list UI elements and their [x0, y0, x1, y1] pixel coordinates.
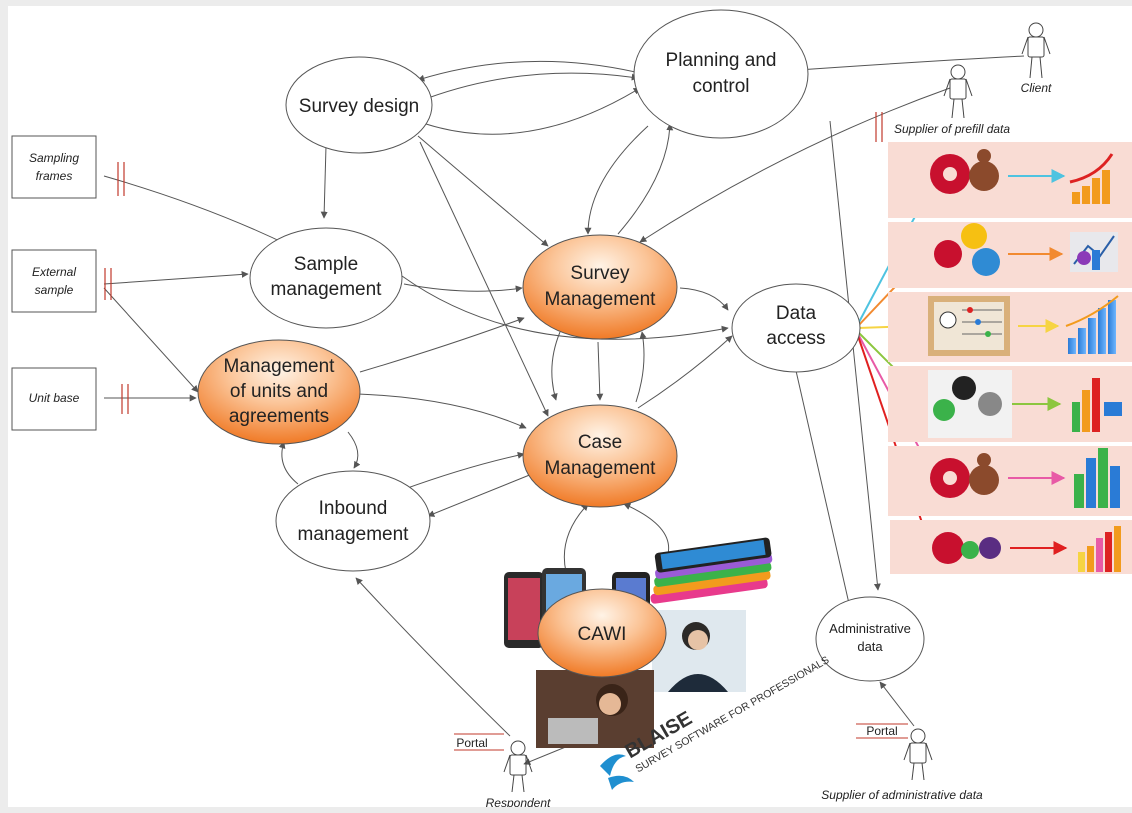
- data-access-line-2: access: [766, 328, 825, 349]
- case-mgmt-line-1: Case: [578, 432, 622, 453]
- actor-respondent-label: Respondent: [486, 796, 551, 807]
- planning-line-1: Planning and: [666, 50, 777, 71]
- actor-client-label: Client: [1021, 81, 1052, 95]
- gears-to-chart-icon: [888, 446, 1132, 516]
- node-data-access: Data access: [731, 283, 861, 373]
- unit-base-label: Unit base: [29, 391, 80, 405]
- gears-to-chart-icon: [890, 520, 1132, 574]
- actor-supplier-admin: [903, 728, 933, 781]
- admin-data-line-1: Administrative: [829, 621, 911, 636]
- connectors: [103, 55, 1025, 765]
- actor-supplier-prefill-label: Supplier of prefill data: [894, 122, 1010, 136]
- gears-to-chart-icon: [888, 142, 1132, 218]
- node-planning-and-control: Planning and control: [633, 9, 809, 139]
- node-case-management: Case Management: [522, 404, 678, 508]
- gears-to-chart-icon: [888, 366, 1132, 442]
- sample-mgmt-line-2: management: [271, 279, 383, 300]
- case-mgmt-line-2: Management: [545, 458, 657, 479]
- cawi-label: CAWI: [578, 624, 627, 645]
- inbound-line-2: management: [298, 524, 410, 545]
- actor-client: [1021, 22, 1051, 79]
- units-mgmt-line-3: agreements: [229, 406, 329, 427]
- respondent-portal: Portal: [454, 733, 504, 751]
- actor-supplier-prefill: [943, 64, 973, 119]
- units-mgmt-line-1: Management: [224, 356, 336, 377]
- units-mgmt-line-2: of units and: [230, 381, 328, 402]
- cawi-collage: CAWI: [504, 537, 773, 748]
- source-unit-base: Unit base: [11, 367, 97, 431]
- actor-respondent: [503, 740, 533, 793]
- survey-design-label: Survey design: [299, 96, 419, 117]
- external-sample-line-1: External: [32, 265, 76, 279]
- data-access-line-1: Data: [776, 303, 817, 324]
- node-administrative-data: Administrative data: [815, 596, 925, 682]
- abacus-to-chart-icon: [888, 292, 1132, 362]
- gears-to-chart-icon: [888, 222, 1132, 288]
- admin-portal: Portal: [856, 723, 908, 739]
- actor-supplier-admin-label: Supplier of administrative data: [821, 788, 983, 802]
- node-inbound-management: Inbound management: [275, 470, 431, 572]
- admin-data-line-2: data: [857, 639, 883, 654]
- sampling-frames-line-2: frames: [36, 169, 73, 183]
- output-tiles: [888, 142, 1132, 574]
- interface-markers: [104, 112, 883, 414]
- planning-line-2: control: [692, 76, 749, 97]
- source-external-sample: External sample: [11, 249, 97, 313]
- node-management-of-units: Management of units and agreements: [197, 339, 361, 445]
- sample-mgmt-line-1: Sample: [294, 254, 358, 275]
- survey-mgmt-line-2: Management: [545, 289, 657, 310]
- survey-mgmt-line-1: Survey: [570, 263, 630, 284]
- diagram-canvas: Sampling frames External sample Unit bas…: [8, 6, 1132, 807]
- respondent-portal-label: Portal: [456, 736, 487, 750]
- inbound-line-1: Inbound: [319, 498, 388, 519]
- node-survey-management: Survey Management: [522, 234, 678, 340]
- node-sample-management: Sample management: [249, 227, 403, 329]
- tablet-stack-icon: [650, 537, 773, 604]
- source-sampling-frames: Sampling frames: [11, 135, 97, 199]
- process-diagram: Sampling frames External sample Unit bas…: [11, 9, 1132, 807]
- node-survey-design: Survey design: [285, 56, 433, 154]
- external-sample-line-2: sample: [35, 283, 74, 297]
- admin-portal-label: Portal: [866, 724, 897, 738]
- sampling-frames-line-1: Sampling: [29, 151, 79, 165]
